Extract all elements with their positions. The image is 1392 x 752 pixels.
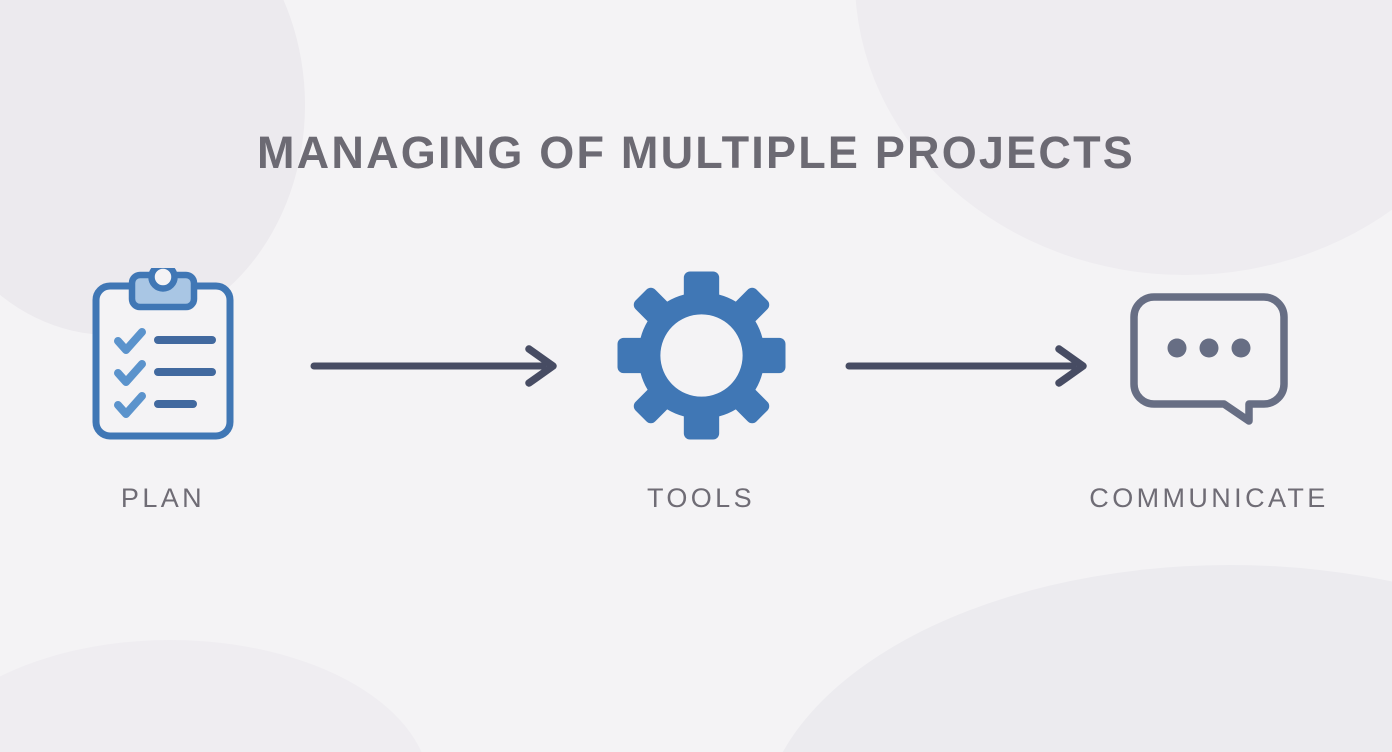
clipboard-clip-ring — [148, 267, 178, 292]
flow-step-tools: TOOLS — [551, 255, 851, 555]
arrow-right-icon-1 — [310, 345, 557, 387]
process-flow: PLAN TOOLS — [0, 255, 1392, 555]
checkmark-icon-2 — [114, 359, 146, 386]
flow-step-plan-icon-wrap — [13, 255, 313, 455]
flow-connector-2 — [840, 343, 1095, 389]
arrow-head-2 — [1055, 345, 1087, 387]
speech-bubble-icon — [1130, 293, 1288, 425]
checkmark-icon-3 — [114, 391, 146, 418]
clipboard-checklist-icon — [92, 267, 234, 439]
speech-bubble-body — [1130, 293, 1288, 425]
flow-step-plan-label: PLAN — [120, 483, 206, 513]
blob-bottom-left — [0, 640, 422, 752]
speech-bubble-dot-2 — [1199, 338, 1219, 358]
flow-connector-1 — [305, 343, 565, 389]
speech-bubble-dot-1 — [1167, 338, 1187, 358]
checkmark-icon-1 — [114, 327, 146, 354]
page-title: MANAGING OF MULTIPLE PROJECTS — [257, 127, 1135, 178]
flow-step-tools-label: TOOLS — [646, 483, 756, 513]
flow-step-tools-icon-wrap — [551, 255, 851, 455]
gear-body — [617, 271, 785, 439]
flow-step-communicate: COMMUNICATE — [1059, 255, 1359, 555]
gear-icon — [617, 271, 785, 439]
speech-bubble-dot-3 — [1231, 338, 1251, 358]
flow-step-communicate-label: COMMUNICATE — [1089, 483, 1329, 513]
blob-bottom-right — [782, 565, 1392, 752]
arrow-head-1 — [525, 345, 557, 387]
arrow-right-icon-2 — [845, 345, 1087, 387]
flow-step-communicate-icon-wrap — [1059, 255, 1359, 455]
flow-step-plan: PLAN — [13, 255, 313, 555]
